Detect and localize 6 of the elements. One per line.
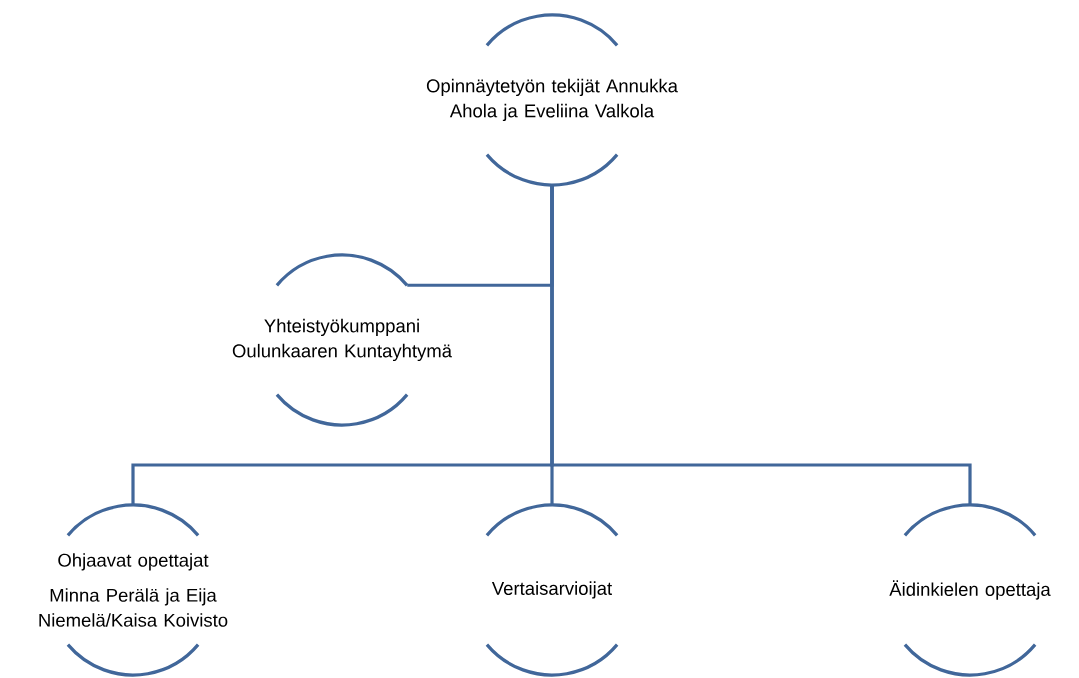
node-text: Vertaisarvioijat	[491, 581, 612, 599]
node-text: Ohjaavat opettajat Minna Perälä ja Eija Niemelä/Kaisa Koivisto	[39, 553, 228, 627]
node-text: Äidinkielen opettaja	[889, 580, 1051, 600]
node-text: Opinnäytetyön tekijät Annukka Ahola ja Eveliina Valkola	[426, 78, 678, 122]
connector-line	[550, 185, 972, 505]
node-text: Yhteistyökumppani Oulunkaaren Kuntayhtymä	[232, 318, 452, 362]
